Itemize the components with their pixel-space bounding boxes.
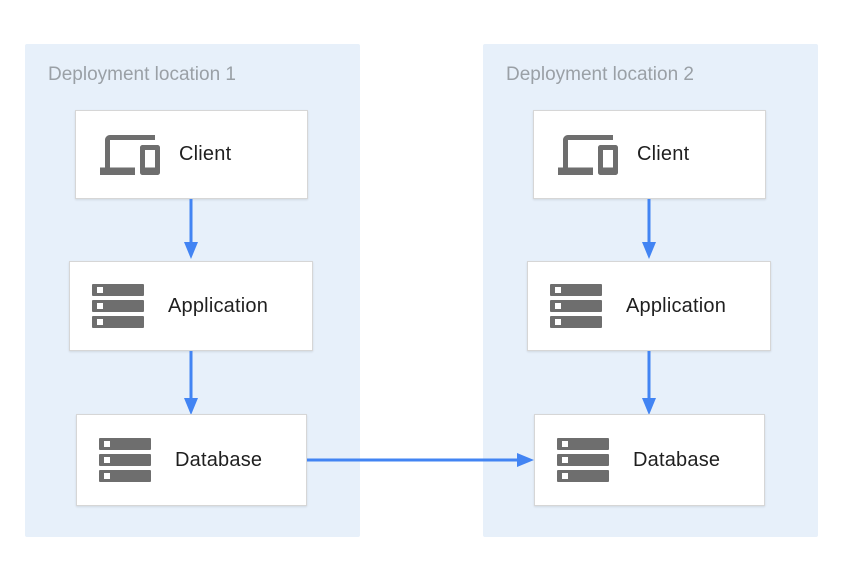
arrow-application-to-database-1 — [184, 351, 198, 415]
server-stack-icon — [557, 438, 609, 482]
server-stack-icon — [92, 284, 144, 328]
node-database-2: Database — [534, 414, 765, 506]
node-client-2: Client — [533, 110, 766, 199]
node-client-1: Client — [75, 110, 308, 199]
node-application-2: Application — [527, 261, 771, 351]
arrow-client-to-application-2 — [642, 199, 656, 259]
node-label: Database — [175, 448, 263, 471]
node-database-1: Database — [76, 414, 307, 506]
arrow-database1-to-database2 — [307, 453, 534, 467]
group-deployment-location-1: Deployment location 1 Client Application — [25, 44, 360, 537]
node-label: Database — [633, 448, 721, 471]
group-title: Deployment location 1 — [48, 64, 236, 85]
node-label: Application — [626, 294, 727, 317]
node-label: Client — [179, 143, 232, 165]
arrow-application-to-database-2 — [642, 351, 656, 415]
devices-icon — [558, 134, 618, 175]
node-label: Application — [168, 294, 269, 317]
node-application-1: Application — [69, 261, 313, 351]
group-deployment-location-2: Deployment location 2 Client Application — [483, 44, 818, 537]
node-label: Client — [637, 143, 690, 165]
group-title: Deployment location 2 — [506, 64, 694, 85]
arrow-client-to-application-1 — [184, 199, 198, 259]
devices-icon — [100, 134, 160, 175]
server-stack-icon — [99, 438, 151, 482]
server-stack-icon — [550, 284, 602, 328]
